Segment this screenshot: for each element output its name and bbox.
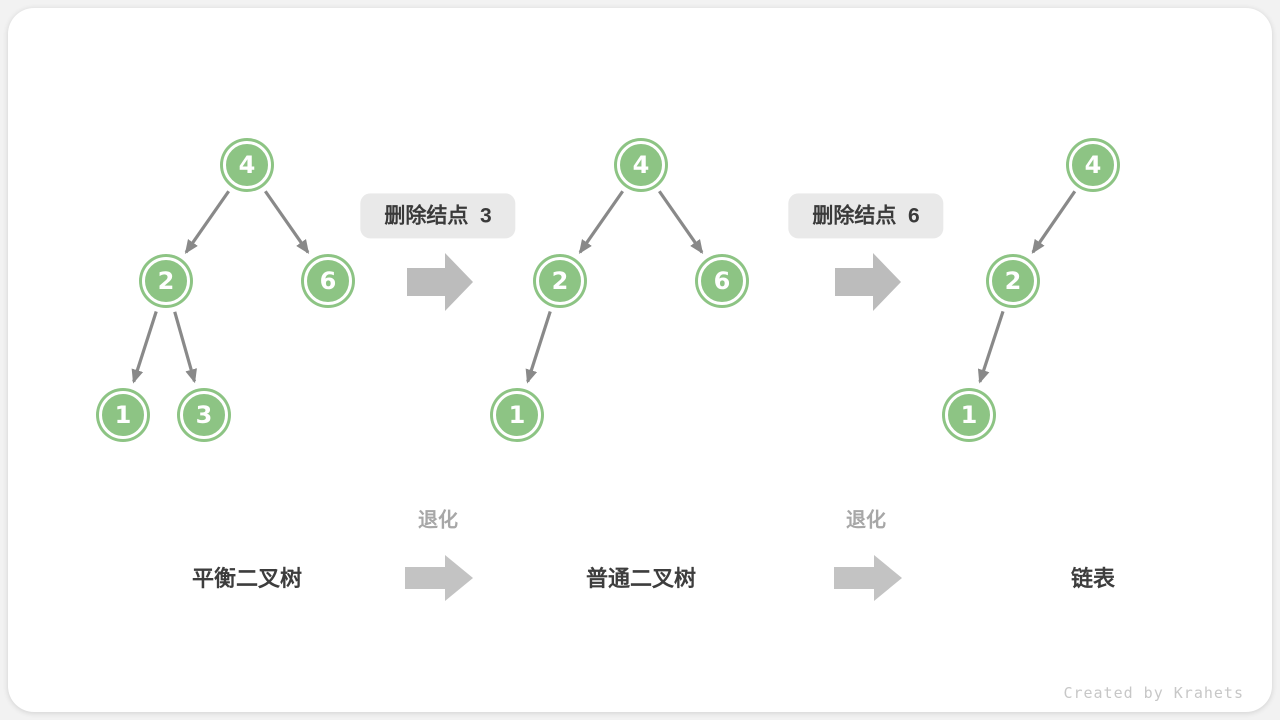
diagram-card [8, 8, 1272, 712]
tree-node-1: 1 [99, 391, 147, 439]
tree-edge-arrow [184, 190, 230, 254]
tree-edge-arrow [1031, 190, 1077, 254]
tree-node-4: 4 [1069, 141, 1117, 189]
watermark-credit: Created by Krahets [1063, 684, 1244, 702]
degrade-right-arrow-icon [405, 555, 473, 601]
tree-node-2: 2 [989, 257, 1037, 305]
tree-node-2: 2 [536, 257, 584, 305]
tree-node-6: 6 [304, 257, 352, 305]
tree-edge-arrow [264, 190, 310, 254]
tree-edge-arrow [131, 310, 158, 384]
tree-node-2: 2 [142, 257, 190, 305]
tree-node-3: 3 [180, 391, 228, 439]
transform-right-arrow-icon [835, 253, 901, 311]
stage-label-balanced-binary-tree: 平衡二叉树 [191, 566, 303, 591]
tree-node-4: 4 [223, 141, 271, 189]
tree-edge-arrow [173, 311, 197, 384]
stage-label-linked-list: 链表 [1070, 566, 1116, 591]
step-label-delete-node-6: 删除结点 6 [788, 193, 944, 239]
degrade-label-1: 退化 [418, 509, 458, 532]
tree-edge-arrow [578, 190, 624, 254]
tree-node-1: 1 [945, 391, 993, 439]
transform-right-arrow-icon [407, 253, 473, 311]
stage-label-ordinary-binary-tree: 普通二叉树 [585, 566, 697, 591]
tree-node-6: 6 [698, 257, 746, 305]
tree-edge-arrow [977, 310, 1005, 384]
step-label-delete-node-3: 删除结点 3 [360, 193, 516, 239]
tree-edge-arrow [525, 310, 552, 384]
degrade-right-arrow-icon [834, 555, 902, 601]
tree-node-4: 4 [617, 141, 665, 189]
tree-node-1: 1 [493, 391, 541, 439]
degrade-label-2: 退化 [846, 509, 886, 532]
tree-edge-arrow [658, 190, 704, 254]
